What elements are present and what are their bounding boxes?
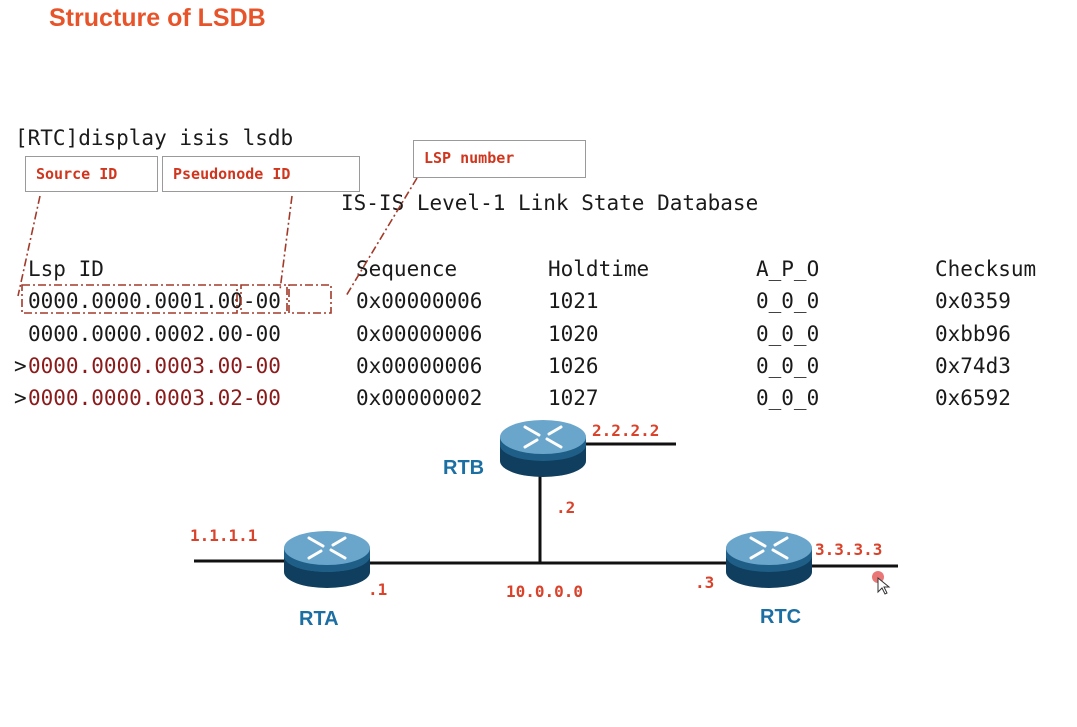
row2-checksum: 0xbb96 [935, 322, 1011, 346]
lsdb-title: IS-IS Level-1 Link State Database [341, 191, 759, 215]
row4-prefix: > [14, 386, 27, 410]
callout-lsp-number: LSP number [413, 140, 586, 178]
row2-lsp-id: 0000.0000.0002.00-00 [28, 322, 281, 346]
header-sequence: Sequence [356, 257, 458, 281]
row1-sequence: 0x00000006 [356, 289, 483, 313]
router-rtc-label: RTC [760, 606, 802, 628]
row3-prefix: > [14, 354, 27, 378]
callout-source-id: Source ID [25, 156, 158, 192]
pseudonode-id-highlight [240, 284, 288, 314]
source-id-connector [17, 195, 41, 297]
row2-holdtime: 1020 [548, 322, 599, 346]
router-rtb-icon [500, 420, 586, 477]
row4-apo: 0_0_0 [756, 386, 820, 410]
router-rta-label: RTA [299, 608, 339, 630]
lsp-number-connector [345, 177, 418, 297]
pseudonode-id-connector [279, 195, 293, 291]
row3-lsp-id: 0000.0000.0003.00-00 [28, 354, 281, 378]
row4-checksum: 0x6592 [935, 386, 1011, 410]
rtb-interface-label: .2 [556, 498, 576, 517]
mouse-pointer-icon [877, 576, 891, 595]
row3-checksum: 0x74d3 [935, 354, 1011, 378]
row3-apo: 0_0_0 [756, 354, 820, 378]
router-rta-icon [284, 531, 370, 588]
row1-checksum: 0x0359 [935, 289, 1011, 313]
row3-sequence: 0x00000006 [356, 354, 483, 378]
cli-command: [RTC]display isis lsdb [15, 126, 294, 150]
header-lsp-id: Lsp ID [28, 257, 104, 281]
row4-lsp-id: 0000.0000.0003.02-00 [28, 386, 281, 410]
rtc-interface-label: .3 [695, 573, 715, 592]
header-checksum: Checksum [935, 257, 1037, 281]
rta-interface-label: .1 [368, 580, 388, 599]
router-rtc-icon [726, 531, 812, 588]
rta-loopback-label: 1.1.1.1 [190, 526, 258, 545]
router-rtb-label: RTB [443, 457, 485, 479]
header-apo: A_P_O [756, 257, 820, 281]
header-holdtime: Holdtime [548, 257, 650, 281]
callout-pseudonode-id: Pseudonode ID [162, 156, 360, 192]
row4-holdtime: 1027 [548, 386, 599, 410]
row4-sequence: 0x00000002 [356, 386, 483, 410]
row1-lsp-id: 0000.0000.0001.00-00 [28, 289, 281, 313]
rtc-loopback-label: 3.3.3.3 [815, 540, 883, 559]
row3-holdtime: 1026 [548, 354, 599, 378]
network-label: 10.0.0.0 [506, 582, 584, 601]
rtb-loopback-label: 2.2.2.2 [592, 421, 660, 440]
row1-holdtime: 1021 [548, 289, 599, 313]
source-id-highlight [21, 284, 238, 314]
row2-sequence: 0x00000006 [356, 322, 483, 346]
row2-apo: 0_0_0 [756, 322, 820, 346]
lsp-number-highlight [288, 284, 332, 314]
page-title: Structure of LSDB [49, 4, 266, 32]
row1-apo: 0_0_0 [756, 289, 820, 313]
